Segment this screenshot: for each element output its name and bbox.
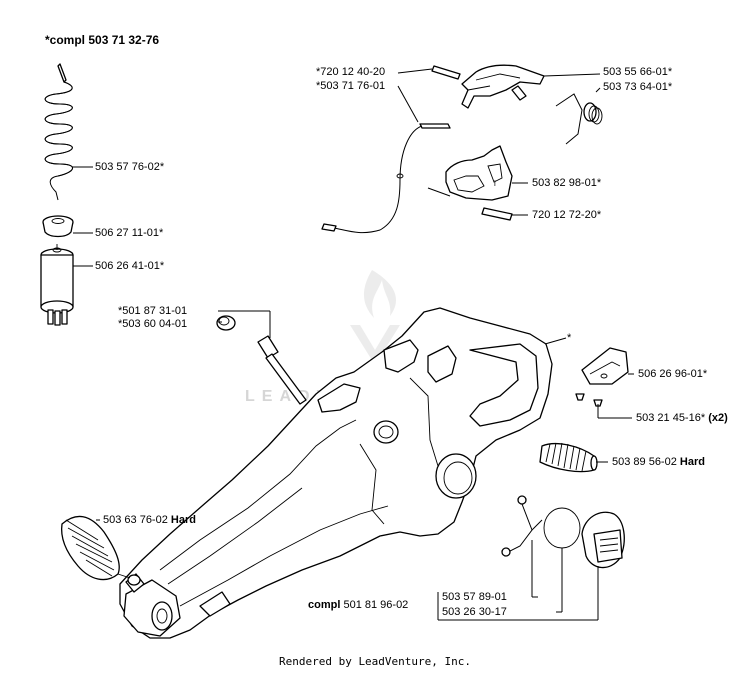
label-compl: compl 501 81 96-02 <box>308 599 408 612</box>
screws <box>575 393 603 407</box>
small-spring <box>555 93 603 145</box>
label-cover: 506 26 96-01* <box>638 368 708 380</box>
label-lockout: 503 82 98-01* <box>532 177 602 189</box>
label-housing: * <box>567 332 572 344</box>
label-av-right-part: 503 89 56-02 <box>612 456 677 468</box>
label-clip: 503 57 89-01 <box>442 591 507 603</box>
av-spring-right <box>539 442 598 473</box>
pin-top <box>431 65 461 80</box>
label-av-left-part: 503 63 76-02 <box>103 514 168 526</box>
label-pin-bottom: 720 12 72-20* <box>532 209 602 221</box>
rear-cap <box>581 511 625 569</box>
coil-spring <box>44 63 73 201</box>
label-av-right: 503 89 56-02 Hard <box>612 456 705 469</box>
label-screws: 503 21 45-16* (x2) <box>636 412 728 425</box>
throttle-lockout: i <box>445 145 513 201</box>
label-spring-small: 503 73 64-01* <box>603 81 673 93</box>
label-pin-top: *720 12 40-20 <box>316 66 386 78</box>
filter-cap <box>42 215 74 238</box>
label-compl-prefix: compl <box>308 599 341 611</box>
label-av-left-note: Hard <box>170 514 196 526</box>
label-spring-coil: 503 57 76-02* <box>95 161 165 173</box>
label-trigger: 503 55 66-01* <box>603 66 673 78</box>
svg-text:i: i <box>494 179 496 188</box>
label-av-left: 503 63 76-02 Hard <box>103 514 196 527</box>
label-filter: 506 26 41-01* <box>95 260 165 272</box>
av-spring-left <box>60 515 141 586</box>
label-screws-qty: (x2) <box>708 412 728 424</box>
clip <box>501 495 543 557</box>
label-cap: 506 27 11-01* <box>95 227 164 239</box>
throttle-cable <box>321 123 451 234</box>
watermark-logo <box>350 270 400 365</box>
bushing <box>216 315 236 331</box>
label-bushing: *503 60 04-01 <box>118 318 188 330</box>
pin-bottom <box>481 207 513 221</box>
label-cable: *503 71 76-01 <box>316 80 386 92</box>
trigger <box>461 64 545 109</box>
assembly-label: *compl 503 71 32-76 <box>45 33 160 47</box>
label-screw: *501 87 31-01 <box>118 305 188 317</box>
screw <box>257 335 307 405</box>
label-av-right-note: Hard <box>679 456 705 468</box>
footer-credit: Rendered by LeadVenture, Inc. <box>278 655 472 668</box>
label-compl-part: 501 81 96-02 <box>343 599 409 611</box>
cover <box>581 347 629 385</box>
label-screws-part: 503 21 45-16* <box>636 412 706 424</box>
o-ring <box>543 507 581 549</box>
handle-housing <box>119 307 553 639</box>
label-oring: 503 26 30-17 <box>442 606 507 618</box>
fuel-filter <box>40 244 74 326</box>
